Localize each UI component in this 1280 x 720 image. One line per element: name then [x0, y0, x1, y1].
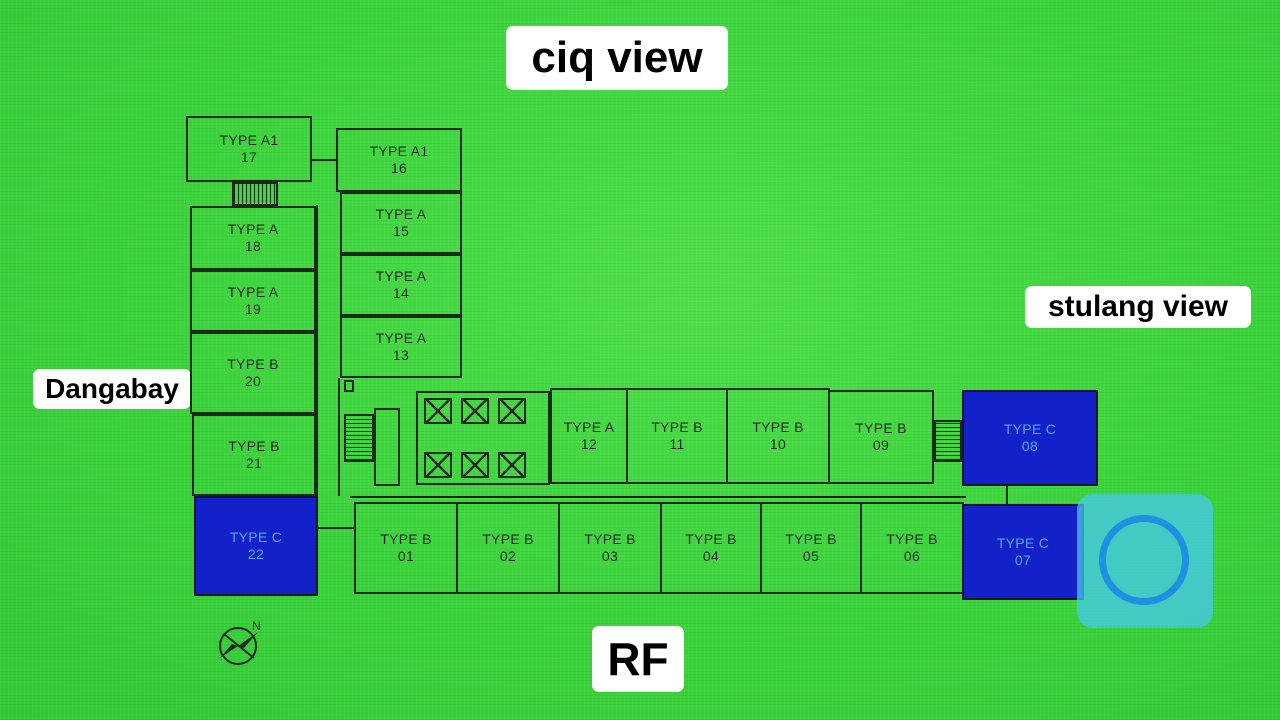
- unit-02[interactable]: TYPE B 02: [456, 502, 560, 594]
- unit-number-label: 18: [244, 238, 262, 254]
- unit-number-label: 19: [244, 301, 262, 317]
- unit-number-label: 07: [1014, 552, 1032, 568]
- unit-10[interactable]: TYPE B 10: [726, 388, 830, 484]
- rf-label: RF: [592, 626, 684, 692]
- lift-icon: [461, 398, 489, 424]
- assistive-touch-button[interactable]: [1077, 494, 1213, 628]
- compass-icon: N: [219, 619, 261, 665]
- unit-type-label: TYPE A: [375, 330, 427, 346]
- unit-number-label: 05: [802, 548, 820, 564]
- lift-icon: [424, 452, 452, 478]
- stair-icon: [232, 182, 278, 206]
- unit-16[interactable]: TYPE A1 16: [336, 128, 462, 192]
- unit-22[interactable]: TYPE C 22: [194, 496, 318, 596]
- unit-type-label: TYPE B: [651, 419, 703, 435]
- corridor-line: [338, 378, 340, 496]
- ciq-view-label: ciq view: [506, 26, 728, 90]
- unit-20[interactable]: TYPE B 20: [190, 332, 316, 414]
- unit-number-label: 15: [392, 223, 410, 239]
- connector-line: [310, 159, 336, 161]
- unit-number-label: 11: [669, 436, 685, 452]
- unit-number-label: 12: [580, 436, 598, 452]
- unit-type-label: TYPE B: [886, 531, 938, 547]
- unit-type-label: TYPE A: [563, 419, 615, 435]
- unit-type-label: TYPE B: [380, 531, 432, 547]
- corridor-line: [350, 496, 966, 498]
- unit-09[interactable]: TYPE B 09: [828, 390, 934, 484]
- unit-21[interactable]: TYPE B 21: [192, 414, 316, 496]
- unit-01[interactable]: TYPE B 01: [354, 502, 458, 594]
- unit-number-label: 08: [1021, 438, 1039, 454]
- unit-type-label: TYPE C: [1003, 421, 1057, 437]
- unit-number-label: 09: [872, 437, 890, 453]
- unit-type-label: TYPE A1: [219, 132, 279, 148]
- unit-07[interactable]: TYPE C 07: [962, 504, 1084, 600]
- unit-type-label: TYPE A: [227, 221, 279, 237]
- lift-icon: [424, 398, 452, 424]
- unit-08[interactable]: TYPE C 08: [962, 390, 1098, 486]
- unit-type-label: TYPE B: [752, 419, 804, 435]
- unit-type-label: TYPE A1: [369, 143, 429, 159]
- unit-type-label: TYPE C: [996, 535, 1050, 551]
- unit-number-label: 13: [392, 347, 410, 363]
- unit-type-label: TYPE B: [855, 420, 907, 436]
- unit-type-label: TYPE A: [227, 284, 279, 300]
- unit-number-label: 14: [392, 285, 410, 301]
- unit-18[interactable]: TYPE A 18: [190, 206, 316, 270]
- lift-lobby: [416, 391, 550, 485]
- unit-number-label: 10: [769, 436, 787, 452]
- unit-12[interactable]: TYPE A 12: [550, 388, 628, 484]
- unit-06[interactable]: TYPE B 06: [860, 502, 964, 594]
- unit-19[interactable]: TYPE A 19: [190, 270, 316, 332]
- connector-line: [1006, 486, 1008, 504]
- unit-15[interactable]: TYPE A 15: [340, 192, 462, 254]
- lift-icon: [498, 398, 526, 424]
- unit-04[interactable]: TYPE B 04: [660, 502, 762, 594]
- unit-number-label: 06: [903, 548, 921, 564]
- unit-03[interactable]: TYPE B 03: [558, 502, 662, 594]
- unit-type-label: TYPE B: [228, 438, 280, 454]
- lift-icon: [498, 452, 526, 478]
- unit-11[interactable]: TYPE B 11: [626, 388, 728, 484]
- unit-number-label: 20: [244, 373, 262, 389]
- connector-line: [316, 527, 354, 529]
- unit-13[interactable]: TYPE A 13: [340, 316, 462, 378]
- unit-number-label: 16: [390, 160, 408, 176]
- unit-type-label: TYPE B: [584, 531, 636, 547]
- unit-type-label: TYPE A: [375, 268, 427, 284]
- unit-number-label: 03: [601, 548, 619, 564]
- unit-type-label: TYPE B: [785, 531, 837, 547]
- stulang-view-label: stulang view: [1025, 286, 1251, 328]
- lift-icon: [461, 452, 489, 478]
- circle-icon: [1099, 515, 1189, 605]
- stair-icon: [344, 414, 374, 462]
- unit-number-label: 02: [499, 548, 517, 564]
- unit-type-label: TYPE B: [482, 531, 534, 547]
- unit-05[interactable]: TYPE B 05: [760, 502, 862, 594]
- unit-type-label: TYPE C: [229, 529, 283, 545]
- stair-icon: [934, 420, 962, 462]
- corridor-line: [316, 205, 318, 497]
- stair-core: [374, 408, 400, 486]
- dangabay-label: Dangabay: [33, 369, 191, 409]
- unit-14[interactable]: TYPE A 14: [340, 254, 462, 316]
- compass-north-label: N: [252, 619, 261, 633]
- unit-type-label: TYPE B: [227, 356, 279, 372]
- duct: [344, 380, 354, 392]
- unit-number-label: 17: [240, 149, 258, 165]
- unit-17[interactable]: TYPE A1 17: [186, 116, 312, 182]
- unit-number-label: 04: [702, 548, 720, 564]
- unit-number-label: 01: [397, 548, 415, 564]
- unit-type-label: TYPE A: [375, 206, 427, 222]
- unit-number-label: 21: [245, 455, 263, 471]
- unit-number-label: 22: [247, 546, 265, 562]
- unit-type-label: TYPE B: [685, 531, 737, 547]
